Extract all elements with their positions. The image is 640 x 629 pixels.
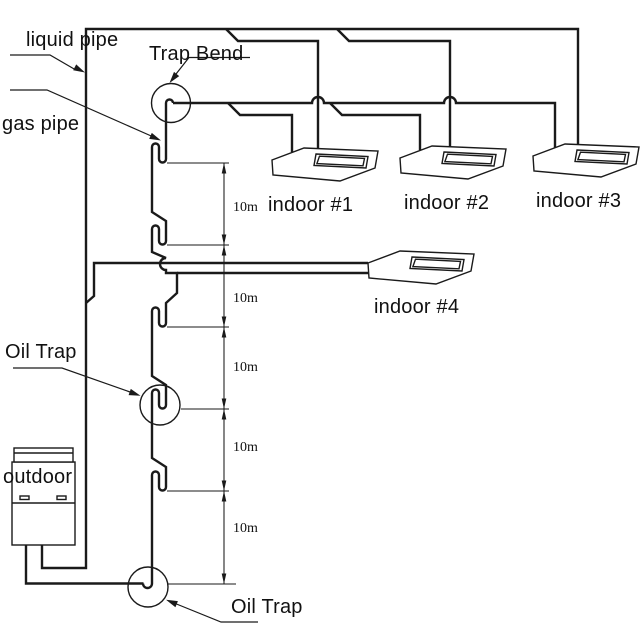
outdoor-unit <box>11 447 76 546</box>
outdoor-unit-vent-right <box>56 495 67 501</box>
dim-arrow <box>221 398 227 409</box>
trap-bend-arrowhead <box>169 71 180 83</box>
oil-trap-circle-middle <box>139 384 181 426</box>
gas-pipe-arrowhead <box>149 132 161 141</box>
liquid-pipe-network <box>40 27 580 570</box>
gas-riser-with-traps <box>141 103 179 590</box>
liquid-pipe-leader <box>10 54 76 71</box>
gas-pipe-label: gas pipe <box>2 113 79 135</box>
oil-trap-bottom-label: Oil Trap <box>231 596 303 618</box>
liquid-branch-indoor2 <box>336 28 452 147</box>
gas-outdoor-connection <box>24 545 144 585</box>
trap-bend-leader <box>172 56 250 79</box>
dim-label-1: 10m <box>233 200 258 215</box>
dim-arrow-top <box>221 163 227 174</box>
dim-arrow <box>221 316 227 327</box>
dim-arrow <box>221 327 227 338</box>
gas-pipe-network <box>24 95 557 590</box>
dim-label-3: 10m <box>233 360 258 375</box>
outdoor-unit-label: outdoor <box>3 466 72 488</box>
oil-trap-middle-arrowhead <box>128 388 141 396</box>
trap-bend-label: Trap Bend <box>149 43 243 65</box>
dimension-line: 10m 10m 10m 10m 10m <box>167 162 258 585</box>
gas-branch-indoor1 <box>227 102 294 152</box>
liquid-main-riser <box>40 27 580 570</box>
oil-trap-circle-bottom <box>127 566 169 608</box>
gas-main-line <box>173 95 557 148</box>
liquid-pipe-label: liquid pipe <box>26 29 118 51</box>
gas-branch-indoor2 <box>329 102 422 150</box>
trap-bend-circle <box>150 82 192 124</box>
dim-label-4: 10m <box>233 440 258 455</box>
dim-arrow <box>221 234 227 245</box>
callouts <box>10 54 258 623</box>
oil-trap-bottom-arrowhead <box>166 599 178 608</box>
outdoor-unit-top-cap <box>13 447 74 463</box>
gas-trap-bend-hook <box>164 98 175 104</box>
indoor-unit-4 <box>367 250 475 285</box>
extension-lines <box>167 162 236 585</box>
oil-trap-bottom-leader <box>176 603 258 623</box>
oil-trap-middle-leader <box>13 367 131 393</box>
liquid-branch-indoor4 <box>85 261 368 304</box>
dim-arrow <box>221 480 227 491</box>
liquid-pipe-arrowhead <box>73 64 85 73</box>
indoor-unit-2 <box>399 145 507 180</box>
dim-arrow <box>221 245 227 256</box>
indoor-unit-3-label: indoor #3 <box>536 190 621 212</box>
dim-label-2: 10m <box>233 291 258 306</box>
dim-arrow <box>221 409 227 420</box>
outdoor-unit-vent-left <box>19 495 30 501</box>
indoor-unit-2-label: indoor #2 <box>404 192 489 214</box>
indoor-unit-3 <box>532 143 640 178</box>
gas-pipe-leader <box>10 89 154 138</box>
oil-trap-middle-label: Oil Trap <box>5 341 77 363</box>
dim-label-5: 10m <box>233 521 258 536</box>
indoor-unit-4-label: indoor #4 <box>374 296 459 318</box>
indoor-unit-1 <box>271 147 379 182</box>
liquid-branch-indoor1 <box>225 28 320 149</box>
dim-arrow-bottom <box>221 573 227 584</box>
indoor-unit-1-label: indoor #1 <box>268 194 353 216</box>
dim-arrow <box>221 491 227 502</box>
